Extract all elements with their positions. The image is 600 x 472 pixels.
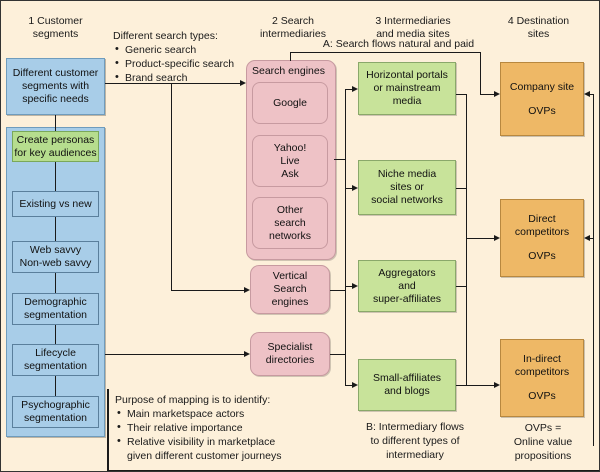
segment-connector xyxy=(55,325,56,344)
bus-stub-specialist-directories xyxy=(330,354,345,355)
flow-segments-to-specialist-directories xyxy=(105,354,244,355)
vertical-search-engines: Vertical Search engines xyxy=(250,265,330,314)
destination-direct-competitors-sub: OVPs xyxy=(528,250,556,262)
collector-stub-aggregators xyxy=(456,286,466,287)
collector-to-indirect-competitors xyxy=(466,385,494,386)
segment-connector xyxy=(55,273,56,293)
collector-stub-niche-sites xyxy=(456,188,466,189)
search-engine-other-networks: Other search networks xyxy=(252,197,328,249)
destination-indirect-competitors-sub: OVPs xyxy=(528,390,556,402)
purpose-note-item: Relative visibility in marketplace given… xyxy=(115,434,350,463)
flow-label-b: B: Intermediary flows to different types… xyxy=(365,421,465,461)
segment-item-lifecycle: Lifecycle segmentation xyxy=(12,344,99,376)
arrow-to-company-site xyxy=(494,90,500,97)
search-types-heading: Different search types: xyxy=(113,30,218,42)
segment-item-create-personas: Create personas for key audiences xyxy=(12,131,99,162)
arrow-to-direct-competitors xyxy=(494,234,500,241)
flow-a-to-company-site xyxy=(480,94,494,95)
segment-item-existing-vs-new: Existing vs new xyxy=(12,191,99,217)
return-flow-to-company-site xyxy=(590,94,593,95)
arrow-return-company-site xyxy=(584,90,590,97)
media-small-affiliates: Small-affiliates and blogs xyxy=(358,359,456,411)
arrow-to-aggregators xyxy=(352,282,358,289)
search-engine-yahoo-live-ask: Yahoo! Live Ask xyxy=(252,135,328,187)
destination-company-site-sub: OVPs xyxy=(528,104,556,117)
arrow-to-horizontal-portals xyxy=(352,85,358,92)
search-engine-google: Google xyxy=(252,82,328,124)
search-type-item: Product-specific search xyxy=(113,56,238,71)
destination-indirect-competitors-name: In-direct competitors xyxy=(514,353,570,378)
purpose-note-item: Their relative importance xyxy=(115,420,350,435)
segment-connector xyxy=(55,115,56,131)
segment-item-web-savvy: Web savvy Non-web savvy xyxy=(12,241,99,273)
flow-a-riser xyxy=(290,52,291,61)
flow-segments-to-search-engines xyxy=(105,83,240,84)
segment-connector xyxy=(55,162,56,191)
destination-direct-competitors-name: Direct competitors xyxy=(514,213,570,238)
arrow-to-search-engines xyxy=(240,79,246,86)
search-types-note: Different search types: Generic search P… xyxy=(113,29,238,85)
column-title-1: 1 Customer segments xyxy=(28,15,83,40)
search-engines-group-label: Search engines xyxy=(252,65,325,77)
search-type-item: Brand search xyxy=(113,70,238,85)
bus-to-niche-sites xyxy=(345,188,352,189)
arrow-to-specialist-directories xyxy=(244,350,250,357)
destination-indirect-competitors: In-direct competitors OVPs xyxy=(500,339,584,417)
return-flow-to-direct-competitors xyxy=(590,238,593,239)
customer-segments-header-box: Different customer segments with specifi… xyxy=(6,58,105,115)
collector-stub-small-affiliates xyxy=(456,385,466,386)
media-horizontal-portals: Horizontal portals or mainstream media xyxy=(358,62,456,115)
arrow-to-niche-sites xyxy=(352,184,358,191)
column-title-3: 3 Intermediaries and media sites xyxy=(375,15,451,40)
purpose-note-heading: Purpose of mapping is to identify: xyxy=(115,394,271,406)
intermediary-bus-vertical xyxy=(345,89,346,385)
search-type-item: Generic search xyxy=(113,42,238,57)
destination-direct-competitors: Direct competitors OVPs xyxy=(500,199,584,277)
bus-to-aggregators xyxy=(345,286,352,287)
collector-to-direct-competitors xyxy=(466,238,494,239)
arrow-to-vertical-search xyxy=(244,286,250,293)
bus-to-horizontal-portals xyxy=(345,89,352,90)
flow-label-a: A: Search flows natural and paid xyxy=(322,38,475,50)
bus-to-small-affiliates xyxy=(345,385,352,386)
destination-company-site-name: Company site xyxy=(509,80,575,93)
specialist-directories: Specialist directories xyxy=(250,332,330,376)
arrow-to-small-affiliates xyxy=(352,381,358,388)
ovp-legend: OVPs = Online value propositions xyxy=(513,422,573,462)
media-aggregators: Aggregators and super-affiliates xyxy=(358,260,456,312)
segment-item-psychographic: Psychographic segmentation xyxy=(12,396,99,428)
purpose-note-box xyxy=(107,389,599,471)
collector-stub-horizontal-portals xyxy=(456,94,466,95)
media-niche-sites: Niche media sites or social networks xyxy=(358,160,456,215)
arrow-to-indirect-competitors xyxy=(494,381,500,388)
flow-branch-vertical-search xyxy=(171,83,172,290)
return-flow-riser xyxy=(593,94,594,446)
bus-stub-vertical-search xyxy=(330,290,345,291)
segment-item-demographic: Demographic segmentation xyxy=(12,293,99,325)
purpose-note: Purpose of mapping is to identify: Main … xyxy=(115,393,350,463)
bus-stub-search-engines xyxy=(334,159,345,160)
flow-a-top xyxy=(290,52,480,53)
segment-connector xyxy=(55,217,56,241)
flow-branch-vertical-search-h xyxy=(171,290,244,291)
arrow-return-direct-competitors xyxy=(584,234,590,241)
column-title-2: 2 Search intermediaries xyxy=(260,15,326,40)
segment-connector xyxy=(55,376,56,396)
destination-company-site: Company site OVPs xyxy=(500,62,584,136)
column-title-4: 4 Destination sites xyxy=(507,15,570,40)
destination-collector-bus xyxy=(466,94,467,385)
flow-a-drop xyxy=(480,52,481,94)
purpose-note-item: Main marketspace actors xyxy=(115,406,350,421)
